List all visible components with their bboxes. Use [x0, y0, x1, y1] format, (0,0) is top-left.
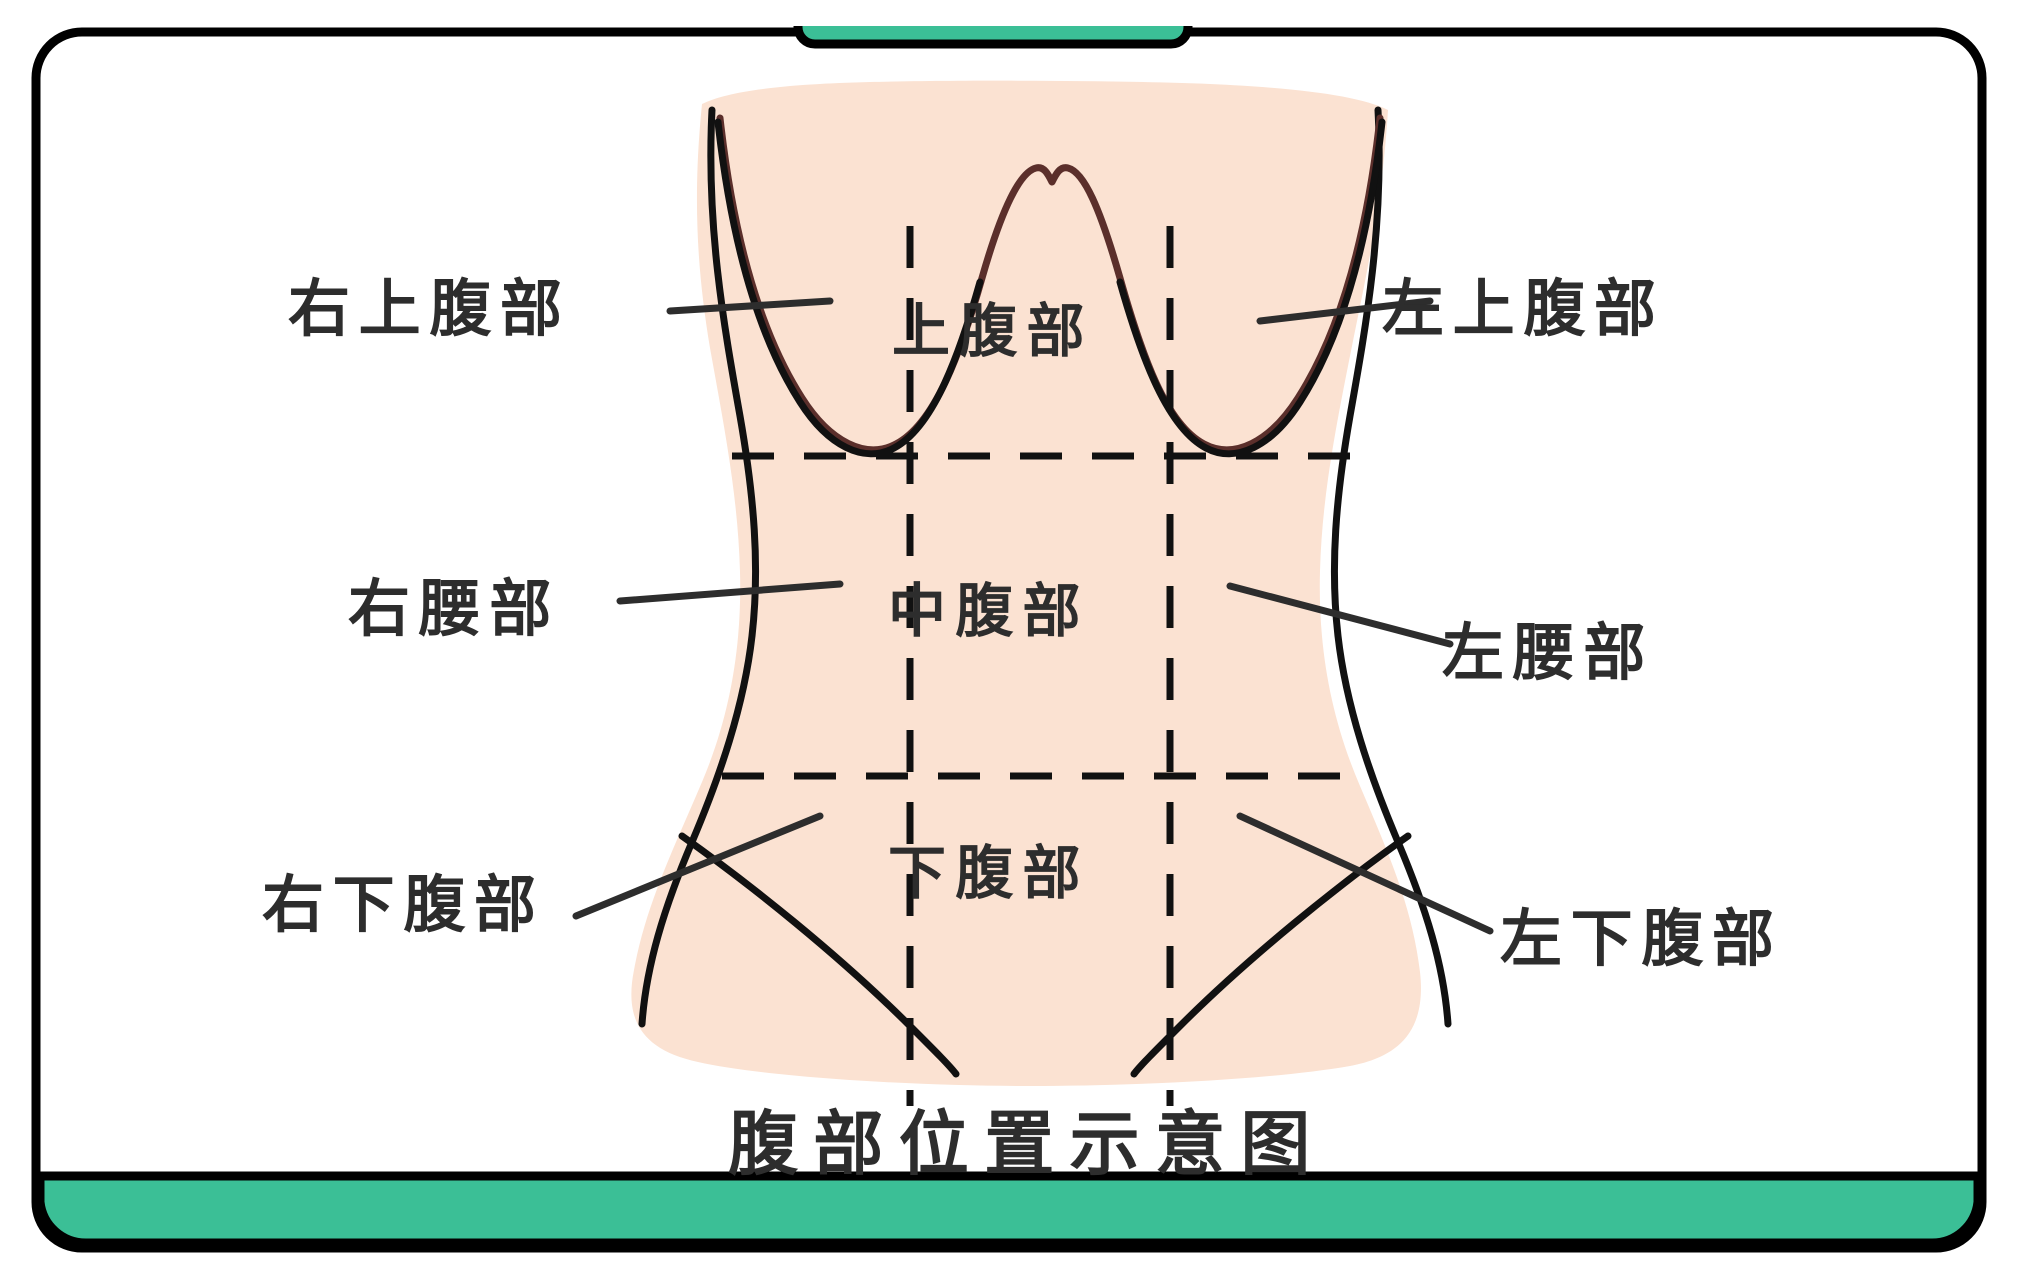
leader-line-middle-right	[616, 580, 844, 605]
region-label-middle-left: 左腰部	[1442, 619, 1655, 688]
region-label-upper-left: 左上腹部	[1382, 275, 1665, 344]
region-label-lower-center: 下腹部	[888, 841, 1090, 906]
torso-outline-left	[638, 106, 760, 1028]
region-label-lower-right: 右下腹部	[262, 871, 545, 940]
region-label-lower-left: 左下腹部	[1500, 905, 1783, 974]
rib-arch-right-dark	[1116, 118, 1386, 458]
leader-line-lower-left	[1236, 812, 1494, 935]
rib-arch-left-dark	[714, 118, 984, 458]
leader-line-upper-right	[666, 297, 834, 315]
region-label-upper-center: 上腹部	[892, 299, 1094, 364]
diagram-card: 右上腹部 上腹部 左上腹部 右腰部 中腹部 左腰部 右下腹部 下腹部 左下腹部 …	[30, 26, 1988, 1254]
torso-illustration	[572, 80, 1494, 1106]
leader-line-upper-left	[1256, 297, 1434, 325]
leader-line-middle-left	[1226, 582, 1454, 648]
inguinal-crease-left	[678, 832, 960, 1078]
region-label-upper-right: 右上腹部	[288, 275, 571, 344]
leader-line-lower-right	[572, 812, 824, 920]
torso-outline-right	[1330, 106, 1452, 1028]
rib-costal-margin-outline	[716, 114, 1384, 454]
figure-title: 腹部位置示意图	[728, 1105, 1326, 1183]
torso-skin-fill	[631, 80, 1421, 1087]
card-bottom-accent-band	[35, 1171, 1983, 1248]
region-label-middle-right: 右腰部	[348, 575, 561, 644]
card-top-accent-pill	[793, 26, 1193, 49]
region-label-middle-center: 中腹部	[888, 579, 1090, 644]
